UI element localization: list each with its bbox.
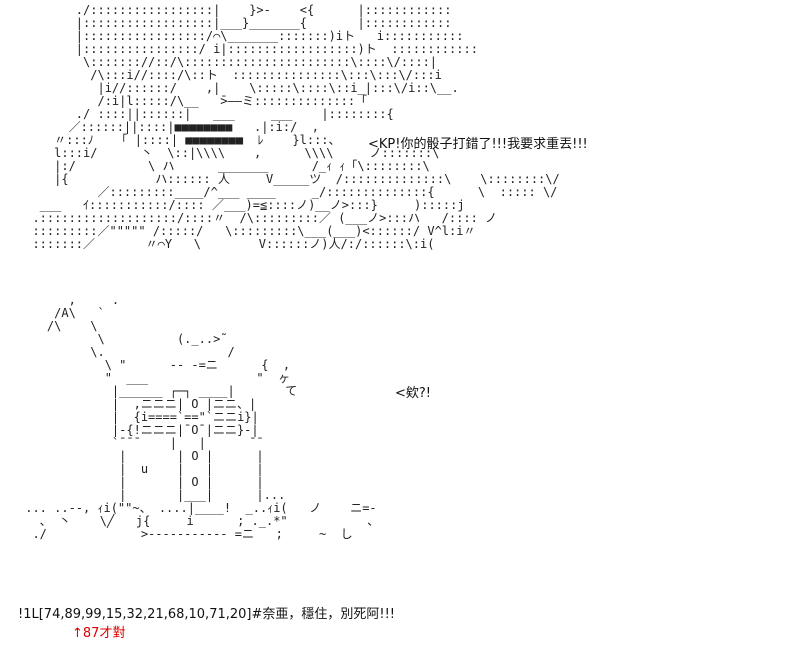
speech-line-kp-complaint: <KP!你的骰子打錯了!!!我要求重丟!!! [368,137,588,152]
up-arrow-icon: ↑ [72,626,83,641]
dice-roll-caption: !1L[74,89,99,15,32,21,68,10,71,20]#奈亜，穩住… [18,607,396,622]
correction-note: ↑87才對 [72,622,125,641]
speech-line-surprise: <欸?! [395,386,432,401]
ascii-art-character-top: ./:::::::::::::::::| }>- <{ |:::::::::::… [32,3,560,251]
correction-note-text: 87才對 [82,626,126,641]
ascii-art-character-bottom: , . /A\ ` /\ \ \ (._..>˜ \. / \ " -- -=ニ… [25,293,380,541]
